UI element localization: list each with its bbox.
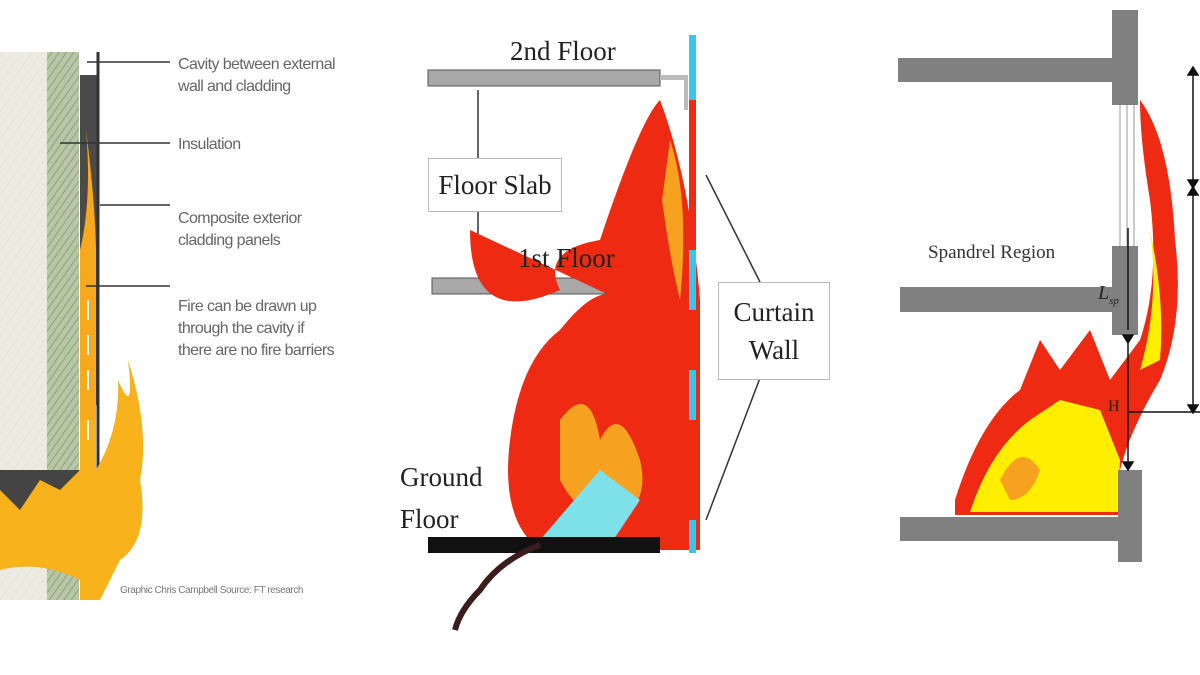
lsp-sub: sp: [1109, 295, 1119, 307]
second-floor-slab: [427, 69, 661, 87]
soot: [0, 470, 80, 510]
ground-floor-slab: [428, 537, 660, 553]
spandrel-panel: [1112, 246, 1138, 335]
curtain-wall-arrows: [705, 174, 761, 521]
slab-bracket: [660, 75, 688, 110]
lsp-main: L: [1098, 282, 1110, 304]
cladding-section: [0, 52, 170, 600]
spandrel-fire-red: [955, 100, 1178, 515]
label-curtain-wall: Curtain Wall: [718, 282, 830, 380]
label-cavity: Cavity between external wall and claddin…: [178, 56, 336, 95]
label-lsp: Lsp: [1098, 282, 1119, 307]
middle-slab: [900, 287, 1112, 312]
label-floor-slab: Floor Slab: [428, 158, 562, 212]
curtain-wall: [689, 35, 696, 553]
label-h: H: [1108, 398, 1120, 415]
label-second-floor: 2nd Floor: [510, 36, 616, 66]
graphic-credit: Graphic Chris Campbell Source: FT resear…: [120, 585, 304, 596]
fire-hose: [452, 542, 542, 631]
fire-base: [0, 360, 144, 600]
cavity-flame: [80, 130, 96, 420]
label-cladding-panels: Composite exterior cladding panels: [178, 210, 302, 249]
top-slab: [898, 58, 1116, 82]
bottom-slab: [900, 517, 1118, 541]
label-ground-floor: Ground Floor: [400, 462, 483, 534]
leader-lines: [60, 61, 170, 287]
fire-red: [470, 100, 700, 550]
curtain-wall-section: [427, 35, 761, 631]
label-fire-cavity: Fire can be drawn up through the cavity …: [178, 298, 335, 359]
hose-spray: [540, 470, 640, 545]
dimension-arrows: [1121, 65, 1200, 472]
label-insulation: Insulation: [178, 136, 241, 153]
spandrel-section: [898, 10, 1200, 562]
label-spandrel-region: Spandrel Region: [928, 242, 1056, 263]
label-first-floor: 1st Floor: [518, 243, 615, 273]
